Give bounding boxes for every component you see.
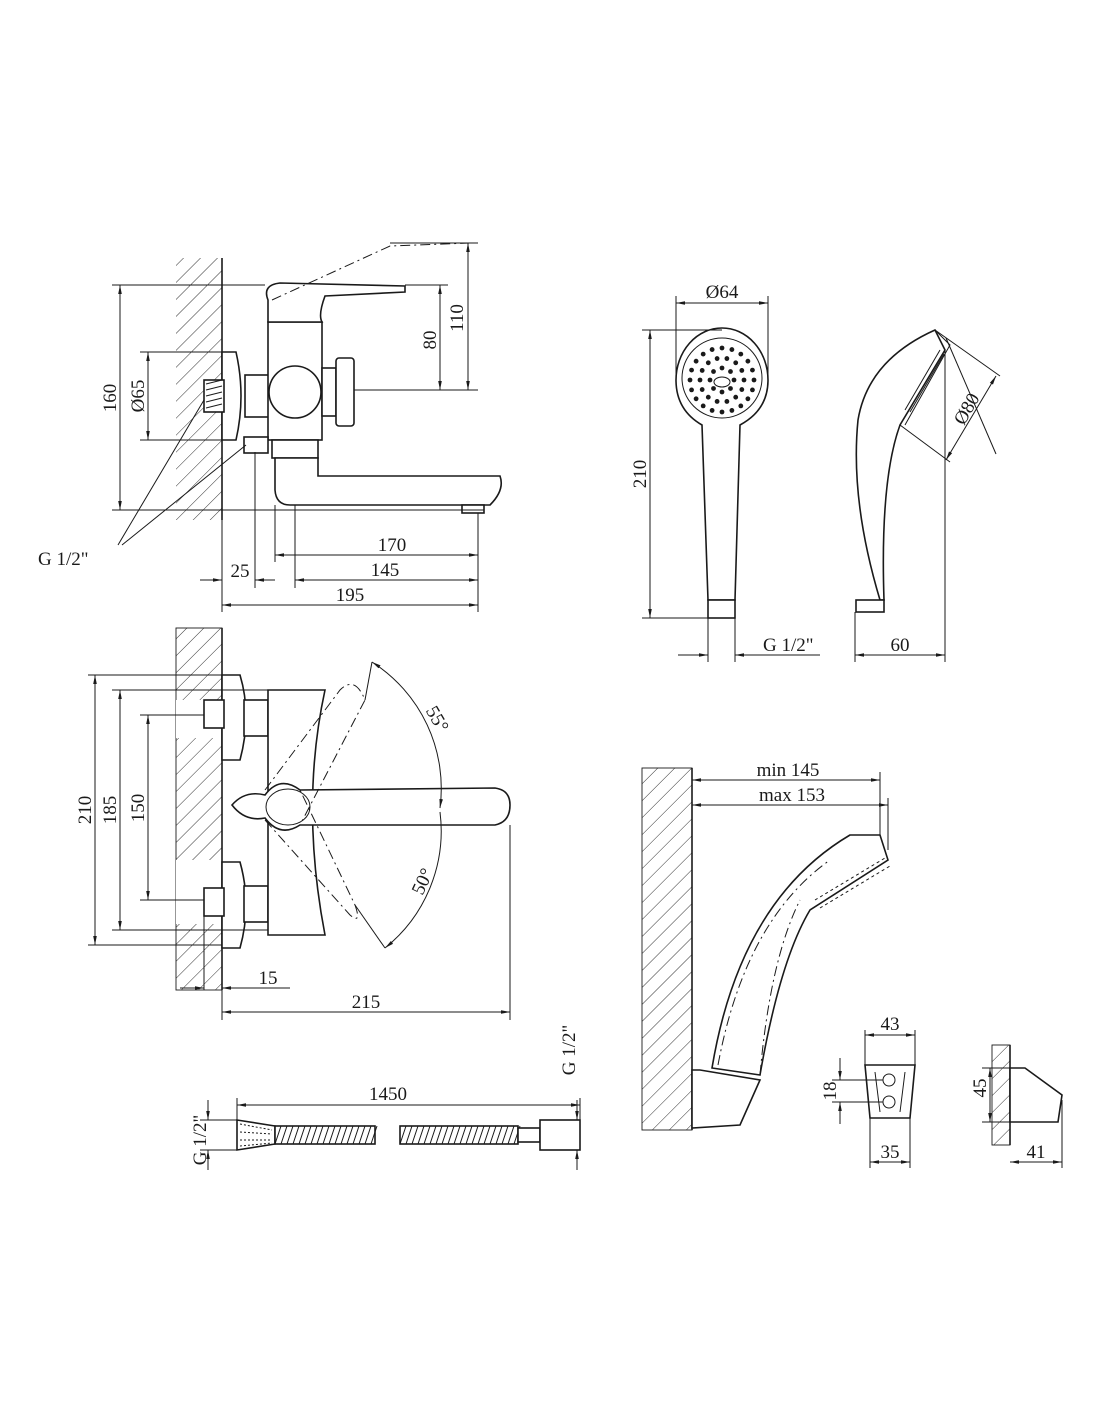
handshower-side-view: Ø80 60 (854, 328, 1001, 662)
dim-plate-diameter: Ø65 (128, 380, 149, 413)
dim-centers-inner: 150 (128, 794, 149, 823)
dim-length: 210 (630, 460, 651, 489)
dim-depth: 41 (1027, 1142, 1046, 1163)
lever (230, 782, 511, 831)
dim-total-depth: 195 (336, 585, 365, 606)
dim-wall-offset: 25 (231, 561, 250, 582)
handshower-front-view: Ø64 210 G 1/2" (630, 282, 820, 662)
thread-left: G 1/2" (190, 1115, 211, 1166)
dim-total-length: 215 (352, 992, 381, 1013)
dim-length: 1450 (369, 1084, 407, 1105)
spray-holes (687, 345, 757, 415)
dim-lever-height: 110 (447, 304, 468, 332)
dim-total-height: 160 (100, 384, 121, 413)
holder-side-view: 45 41 (970, 1044, 1063, 1168)
wall-plate (221, 351, 242, 441)
dim-hole-spacing: 18 (820, 1082, 841, 1101)
dim-thread-length: 15 (259, 968, 278, 989)
dim-centers-outer: 185 (100, 796, 121, 825)
hose: 1450 G 1/2" G 1/2" (190, 1025, 581, 1170)
dim-face-diameter: Ø80 (950, 390, 985, 429)
spout (274, 457, 503, 506)
dim-plate-span: 210 (75, 796, 96, 825)
thread-label: G 1/2" (38, 549, 89, 570)
dim-head-diameter: Ø64 (706, 282, 739, 303)
dim-min: min 145 (757, 760, 820, 781)
angle-down: 50° (408, 865, 438, 898)
dim-spout-length: 145 (371, 560, 400, 581)
angle-up: 55° (421, 702, 452, 736)
faucet-front-view: 55° 50° 210 185 150 15 215 (75, 627, 511, 1020)
dim-height: 45 (970, 1079, 991, 1098)
lever (265, 282, 406, 323)
holder-front-view: 43 18 35 (820, 1014, 916, 1168)
faucet-side-view: 110 80 160 Ø65 G 1/2" 170 25 145 195 (38, 242, 503, 612)
thread-label: G 1/2" (763, 635, 814, 656)
holder-installed-view: min 145 max 153 (641, 760, 891, 1131)
dim-depth: 60 (891, 635, 910, 656)
dim-base-width: 35 (881, 1142, 900, 1163)
dim-max: max 153 (759, 785, 825, 806)
dim-body-height: 80 (420, 331, 441, 350)
dim-spout-reach: 170 (378, 535, 407, 556)
dim-width: 43 (881, 1014, 900, 1035)
thread-right: G 1/2" (559, 1025, 580, 1076)
